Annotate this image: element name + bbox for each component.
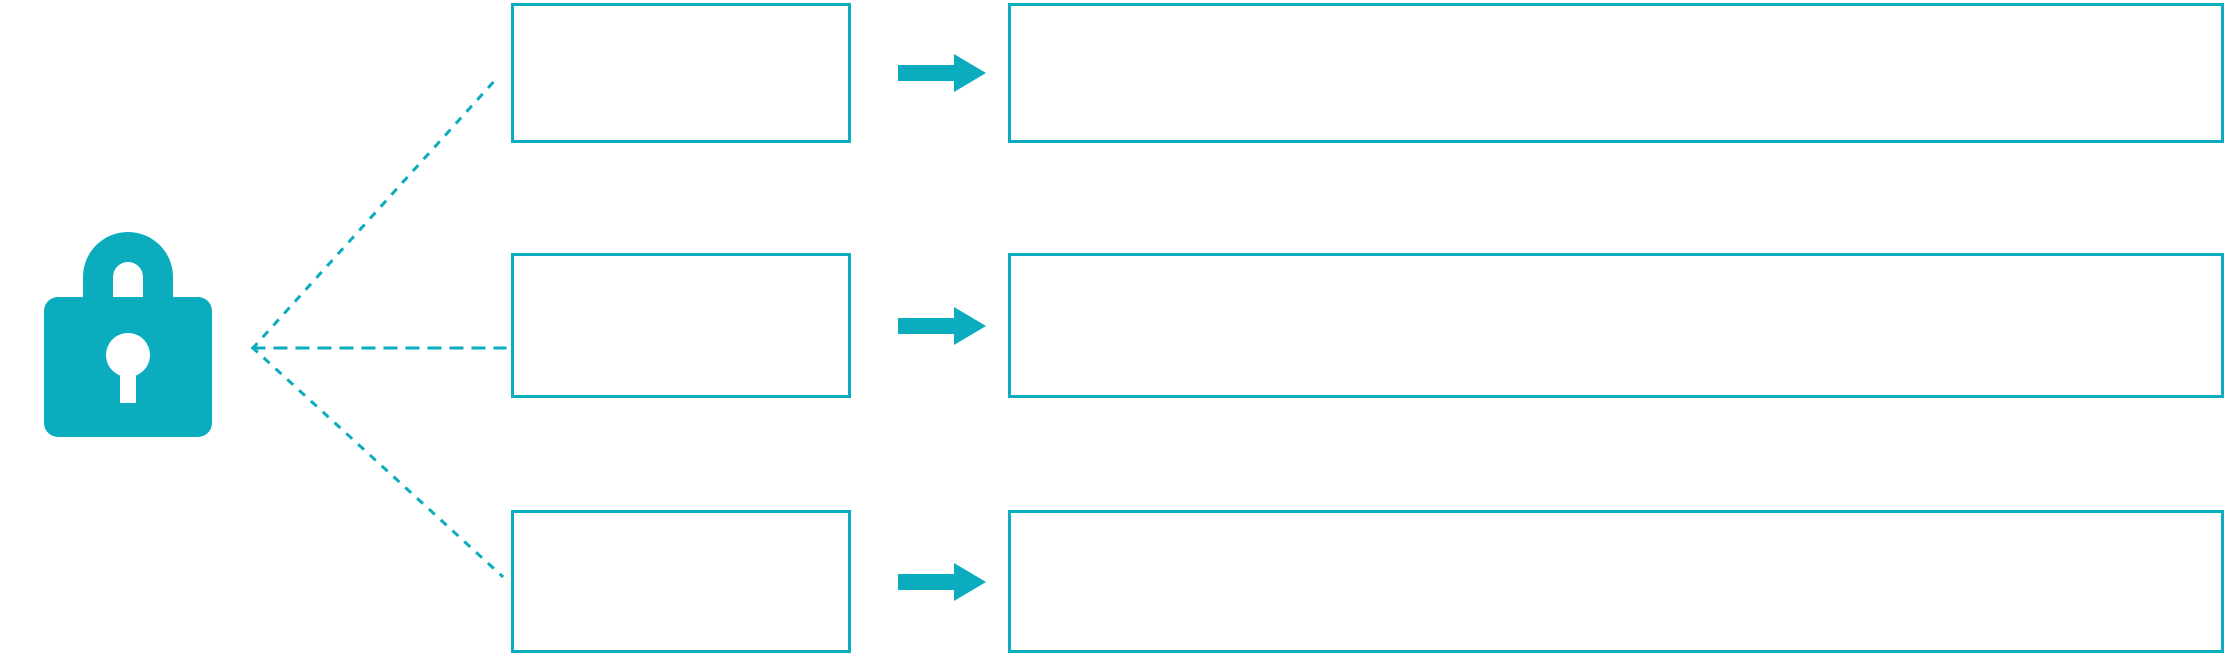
arrow-right-icon-1 <box>898 54 986 92</box>
right-box-3[interactable] <box>1008 510 2224 653</box>
diagram-row <box>0 510 2229 653</box>
left-box-3[interactable] <box>511 510 851 653</box>
right-box-2[interactable] <box>1008 253 2224 398</box>
diagram-row <box>0 3 2229 143</box>
arrow-right-icon-2 <box>898 306 986 345</box>
right-box-1[interactable] <box>1008 3 2224 143</box>
arrow-right-icon-3 <box>898 562 986 601</box>
padlock-icon <box>30 205 225 445</box>
diagram-row <box>0 253 2229 398</box>
left-box-1[interactable] <box>511 3 851 143</box>
left-box-2[interactable] <box>511 253 851 398</box>
